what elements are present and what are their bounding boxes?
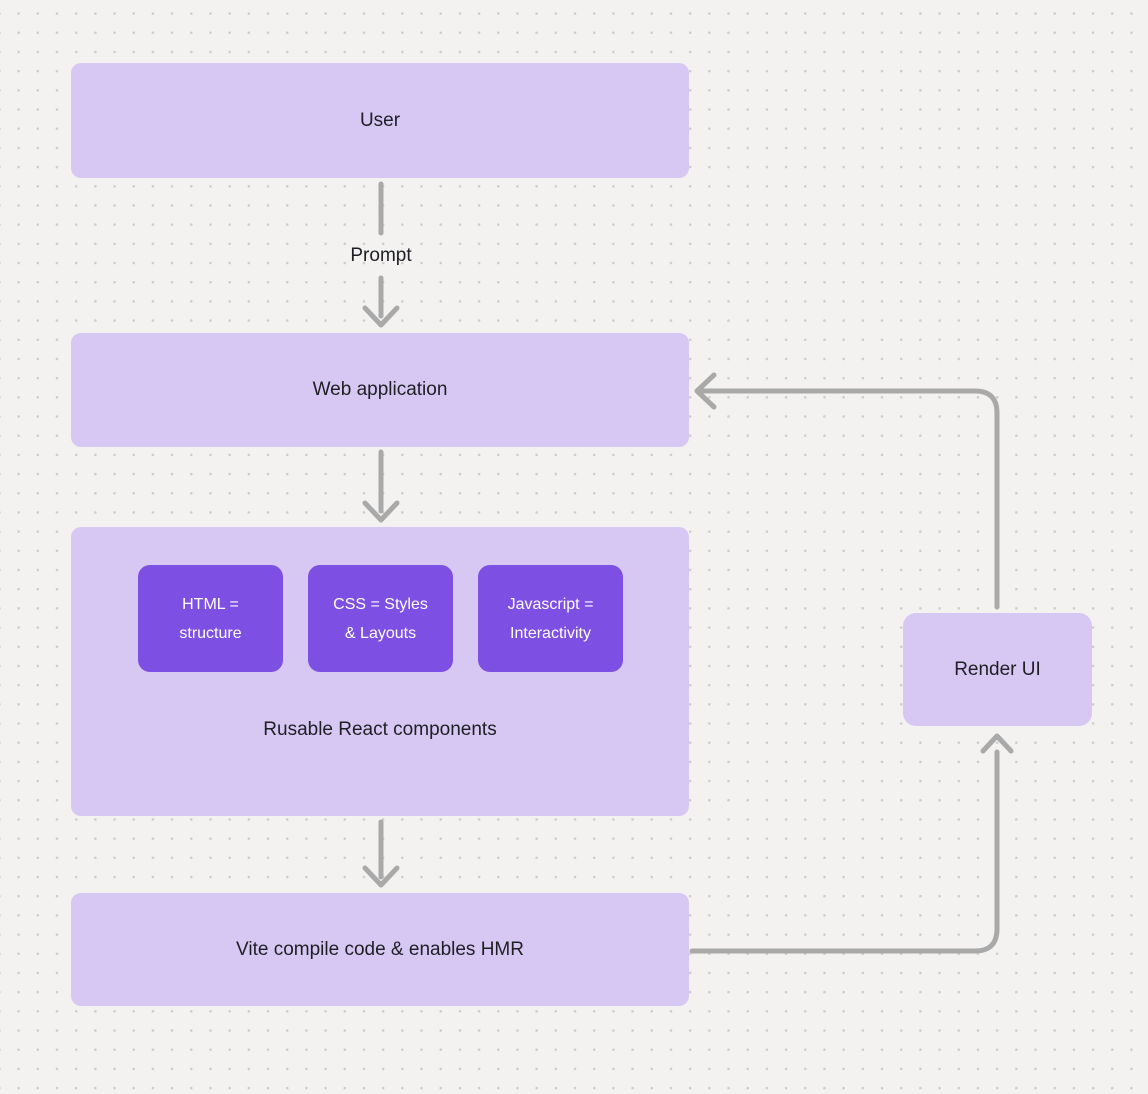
node-vite[interactable]: Vite compile code & enables HMR [71, 893, 689, 1006]
arrowhead-down-icon [362, 865, 400, 888]
arrowhead-up-icon [980, 733, 1014, 754]
node-components-group[interactable]: HTML = structure CSS = Styles & Layouts … [71, 527, 689, 816]
arrowhead-down-icon [362, 305, 400, 328]
arrow-render-ui-to-web-application[interactable] [694, 372, 1000, 610]
arrow-web-application-to-components[interactable] [362, 449, 400, 523]
arrow-vite-to-render-ui[interactable] [689, 733, 1014, 954]
arrowhead-down-icon [362, 500, 400, 523]
node-user-label: User [359, 109, 401, 131]
node-vite-label: Vite compile code & enables HMR [236, 938, 524, 960]
node-css-styles-label: CSS = Styles & Layouts [333, 595, 428, 642]
edge-label-prompt: Prompt [350, 245, 412, 266]
arrowhead-left-icon [694, 372, 717, 410]
node-render-ui-label: Render UI [954, 658, 1041, 680]
node-javascript-interactivity-label: Javascript = Interactivity [507, 595, 594, 642]
node-html-structure-label: HTML = structure [179, 595, 242, 642]
node-web-application-label: Web application [312, 379, 448, 400]
node-javascript-interactivity[interactable]: Javascript = Interactivity [478, 565, 623, 672]
node-render-ui[interactable]: Render UI [903, 613, 1092, 726]
arrow-line [700, 388, 1000, 610]
node-web-application[interactable]: Web application [71, 333, 689, 447]
components-group-caption: Rusable React components [263, 719, 497, 740]
node-html-structure[interactable]: HTML = structure [138, 565, 283, 672]
arrow-components-to-vite[interactable] [362, 819, 400, 888]
arrow-line [689, 749, 1000, 954]
node-css-styles[interactable]: CSS = Styles & Layouts [308, 565, 453, 672]
node-user[interactable]: User [71, 63, 689, 178]
